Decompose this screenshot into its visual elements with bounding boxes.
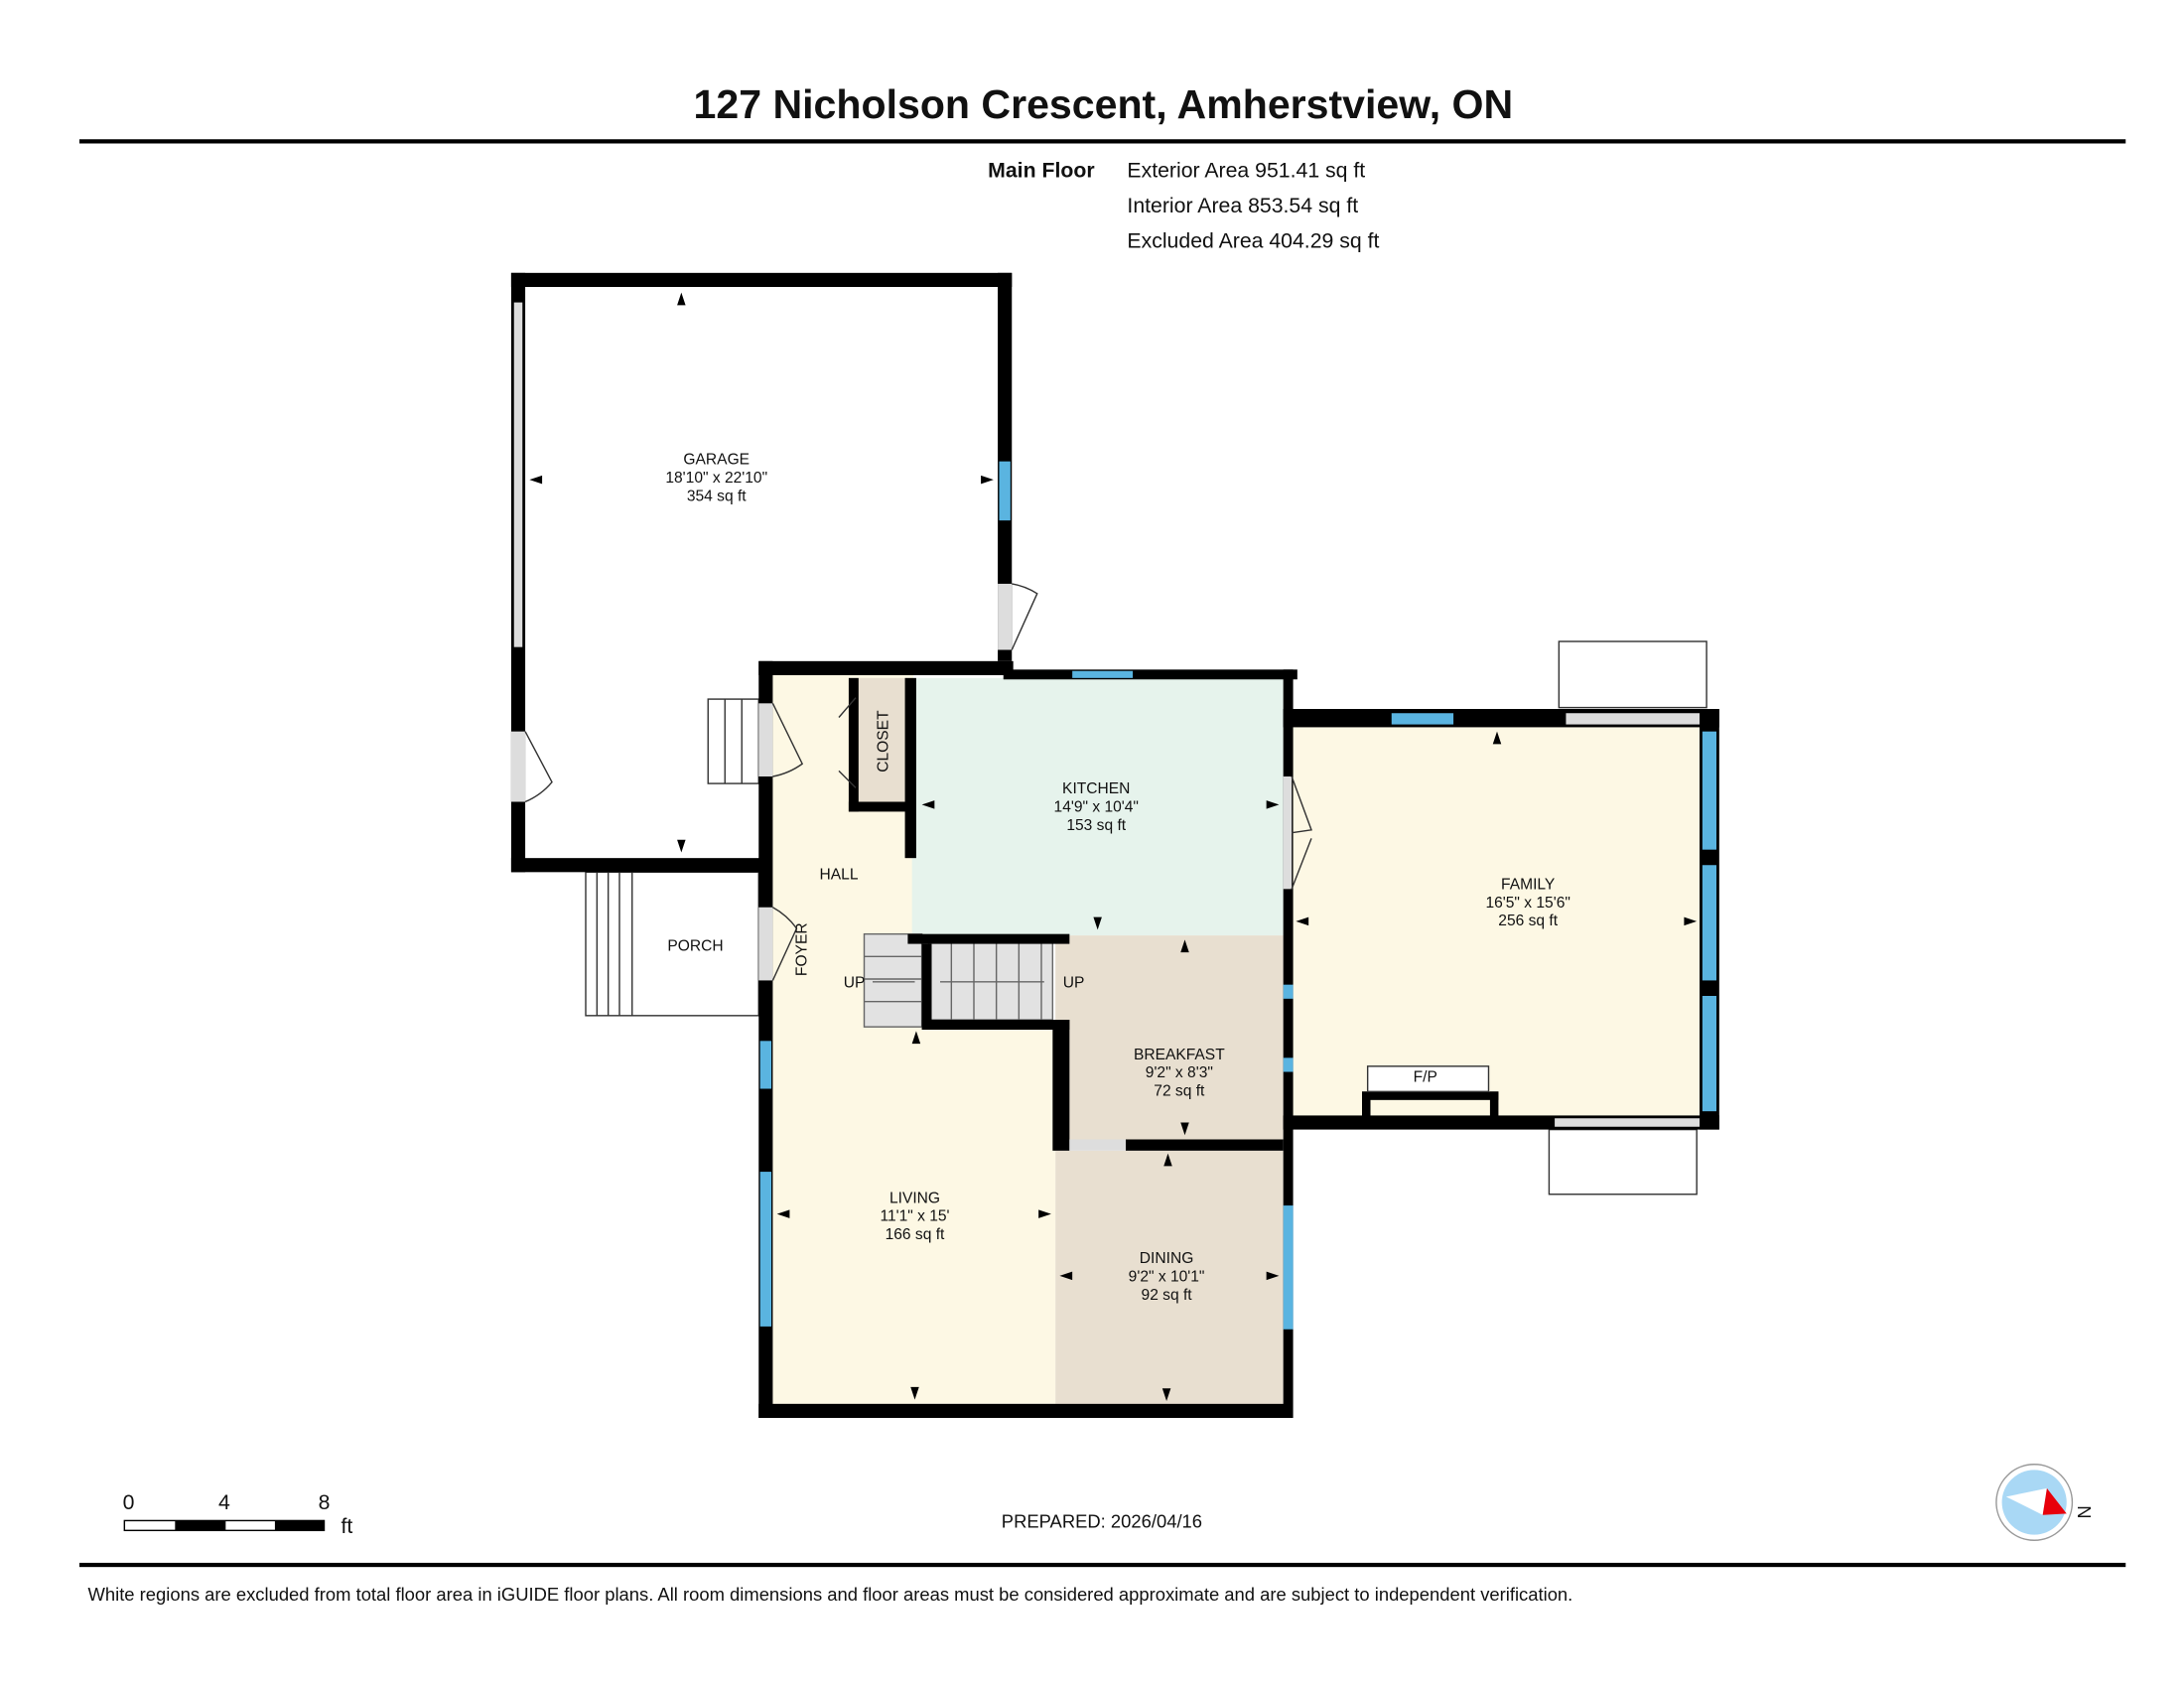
svg-text:LIVING: LIVING bbox=[889, 1190, 940, 1206]
stairs-up-label-2: UP bbox=[1063, 975, 1085, 992]
page-title: 127 Nicholson Crescent, Amherstview, ON bbox=[694, 81, 1514, 127]
prepared-date: PREPARED: 2026/04/16 bbox=[1002, 1511, 1202, 1532]
stairs-left bbox=[863, 932, 923, 1028]
svg-text:14'9" x 10'4": 14'9" x 10'4" bbox=[1054, 798, 1139, 815]
stairs-up-label-1: UP bbox=[844, 975, 866, 992]
room-foyer: FOYER bbox=[793, 922, 810, 976]
footer-divider bbox=[79, 1562, 2126, 1568]
svg-text:4: 4 bbox=[218, 1490, 230, 1514]
svg-text:9'2" x 10'1": 9'2" x 10'1" bbox=[1129, 1269, 1205, 1286]
svg-text:11'1" x 15': 11'1" x 15' bbox=[880, 1208, 949, 1225]
compass-north-label: N bbox=[2074, 1505, 2095, 1518]
room-porch: PORCH bbox=[667, 938, 723, 955]
exterior-area: Exterior Area 951.41 sq ft bbox=[1127, 159, 1365, 183]
room-hall: HALL bbox=[820, 866, 859, 883]
svg-text:0: 0 bbox=[123, 1490, 135, 1514]
breakfast-fill bbox=[1055, 935, 1284, 1140]
svg-text:BREAKFAST: BREAKFAST bbox=[1134, 1047, 1225, 1063]
fireplace bbox=[1366, 1065, 1490, 1093]
svg-text:166 sq ft: 166 sq ft bbox=[886, 1226, 945, 1243]
svg-text:354 sq ft: 354 sq ft bbox=[687, 488, 747, 504]
room-breakfast: BREAKFAST 9'2" x 8'3" 72 sq ft bbox=[1134, 1047, 1225, 1100]
closet-fill bbox=[858, 677, 908, 805]
interior-area: Interior Area 853.54 sq ft bbox=[1127, 194, 1358, 217]
family-deck-steps-bottom bbox=[1548, 1128, 1698, 1196]
svg-text:KITCHEN: KITCHEN bbox=[1062, 780, 1130, 797]
floor-label: Main Floor bbox=[988, 159, 1094, 183]
side-steps bbox=[707, 698, 759, 784]
living-fill bbox=[772, 1027, 1056, 1404]
svg-text:8: 8 bbox=[319, 1490, 331, 1514]
dimension-arrows bbox=[529, 292, 1698, 1401]
svg-text:18'10" x 22'10": 18'10" x 22'10" bbox=[665, 470, 767, 487]
svg-text:16'5" x 15'6": 16'5" x 15'6" bbox=[1485, 895, 1570, 912]
room-family: FAMILY 16'5" x 15'6" 256 sq ft bbox=[1485, 876, 1570, 929]
header-divider bbox=[79, 139, 2126, 144]
room-living: LIVING 11'1" x 15' 166 sq ft bbox=[880, 1190, 949, 1243]
svg-text:ft: ft bbox=[341, 1514, 352, 1538]
kitchen-fill bbox=[911, 677, 1284, 936]
dining-fill bbox=[1055, 1150, 1284, 1404]
svg-text:256 sq ft: 256 sq ft bbox=[1498, 913, 1558, 929]
room-closet: CLOSET bbox=[876, 710, 892, 773]
fireplace-label: F/P bbox=[1414, 1068, 1437, 1085]
svg-text:153 sq ft: 153 sq ft bbox=[1066, 817, 1126, 834]
svg-text:72 sq ft: 72 sq ft bbox=[1154, 1083, 1205, 1100]
svg-text:9'2" x 8'3": 9'2" x 8'3" bbox=[1146, 1064, 1213, 1081]
room-kitchen: KITCHEN 14'9" x 10'4" 153 sq ft bbox=[1054, 780, 1139, 834]
svg-text:92 sq ft: 92 sq ft bbox=[1142, 1287, 1193, 1304]
excluded-area: Excluded Area 404.29 sq ft bbox=[1127, 228, 1379, 252]
family-deck-steps-top bbox=[1558, 640, 1707, 709]
compass-icon: N bbox=[1995, 1464, 2095, 1541]
room-dining: DINING 9'2" x 10'1" 92 sq ft bbox=[1129, 1250, 1205, 1304]
family-fill bbox=[1292, 727, 1700, 1116]
svg-text:FAMILY: FAMILY bbox=[1501, 876, 1556, 893]
doors bbox=[510, 583, 1312, 981]
room-garage: GARAGE 18'10" x 22'10" 354 sq ft bbox=[665, 452, 767, 505]
scale-bar: 0 4 8 ft bbox=[123, 1490, 353, 1538]
footer-disclaimer: White regions are excluded from total fl… bbox=[87, 1584, 1572, 1605]
floor-area-info: Main Floor Exterior Area 951.41 sq ft In… bbox=[988, 159, 1379, 253]
windows bbox=[513, 302, 1716, 1330]
svg-text:DINING: DINING bbox=[1140, 1250, 1194, 1267]
floor-plan: GARAGE 18'10" x 22'10" 354 sq ft KITCHEN… bbox=[510, 272, 1719, 1418]
svg-text:GARAGE: GARAGE bbox=[683, 452, 750, 469]
porch-area bbox=[585, 871, 759, 1017]
